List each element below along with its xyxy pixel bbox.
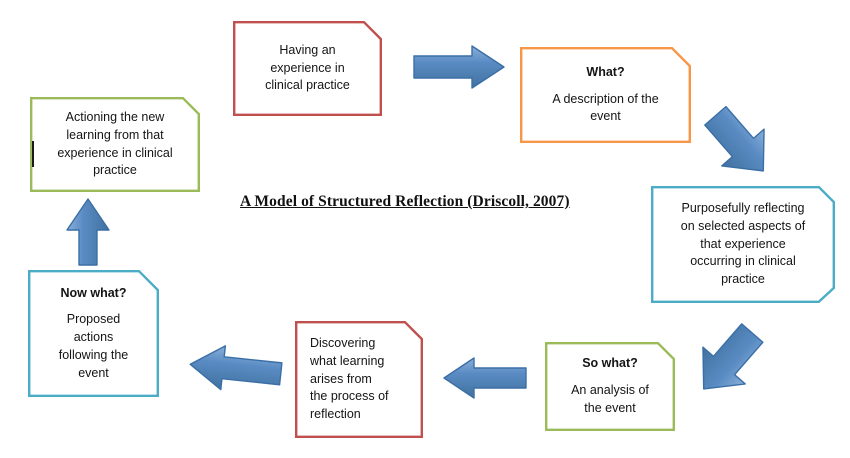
node-heading: Now what? bbox=[60, 285, 127, 300]
node-content: Discovering what learning arises from th… bbox=[304, 335, 389, 424]
node-content: Purposefully reflecting on selected aspe… bbox=[681, 200, 805, 289]
node-body: Purposefully reflecting on selected aspe… bbox=[680, 201, 806, 287]
node-body: Discovering what learning arises from th… bbox=[310, 336, 389, 422]
text-caret bbox=[32, 141, 34, 167]
node-body: A description of the event bbox=[552, 91, 659, 124]
arrow-discovering-to-nowwhat bbox=[184, 339, 287, 399]
node-body: An analysis of the event bbox=[571, 383, 649, 415]
page-title: A Model of Structured Reflection (Drisco… bbox=[240, 193, 570, 210]
node-content: Having an experience in clinical practic… bbox=[265, 42, 350, 95]
arrow-experience-to-what bbox=[411, 44, 507, 90]
node-discovering-what-learning: Discovering what learning arises from th… bbox=[295, 321, 423, 438]
node-body: Proposed actions following the event bbox=[58, 312, 129, 380]
node-now-what: Now what? Proposed actions following the… bbox=[28, 270, 159, 397]
node-body: Actioning the new learning from that exp… bbox=[57, 110, 173, 178]
node-what: What? A description of the event bbox=[520, 47, 691, 143]
arrow-what-to-reflecting bbox=[683, 87, 796, 200]
node-content: Actioning the new learning from that exp… bbox=[57, 109, 172, 180]
arrow-sowhat-to-discovering bbox=[441, 356, 529, 400]
node-heading: What? bbox=[586, 64, 625, 79]
node-purposefully-reflecting: Purposefully reflecting on selected aspe… bbox=[651, 186, 835, 303]
node-so-what: So what? An analysis of the event bbox=[545, 342, 675, 431]
node-body: Having an experience in clinical practic… bbox=[265, 42, 350, 93]
node-content: Now what? Proposed actions following the… bbox=[59, 285, 129, 383]
arrow-nowwhat-to-actioning bbox=[52, 198, 124, 266]
node-actioning-the-new-learning: Actioning the new learning from that exp… bbox=[30, 97, 200, 192]
node-content: What? A description of the event bbox=[552, 64, 658, 126]
arrow-reflecting-to-sowhat bbox=[672, 304, 785, 417]
node-content: So what? An analysis of the event bbox=[571, 355, 649, 417]
node-having-an-experience: Having an experience in clinical practic… bbox=[233, 21, 382, 116]
node-heading: So what? bbox=[582, 356, 638, 371]
